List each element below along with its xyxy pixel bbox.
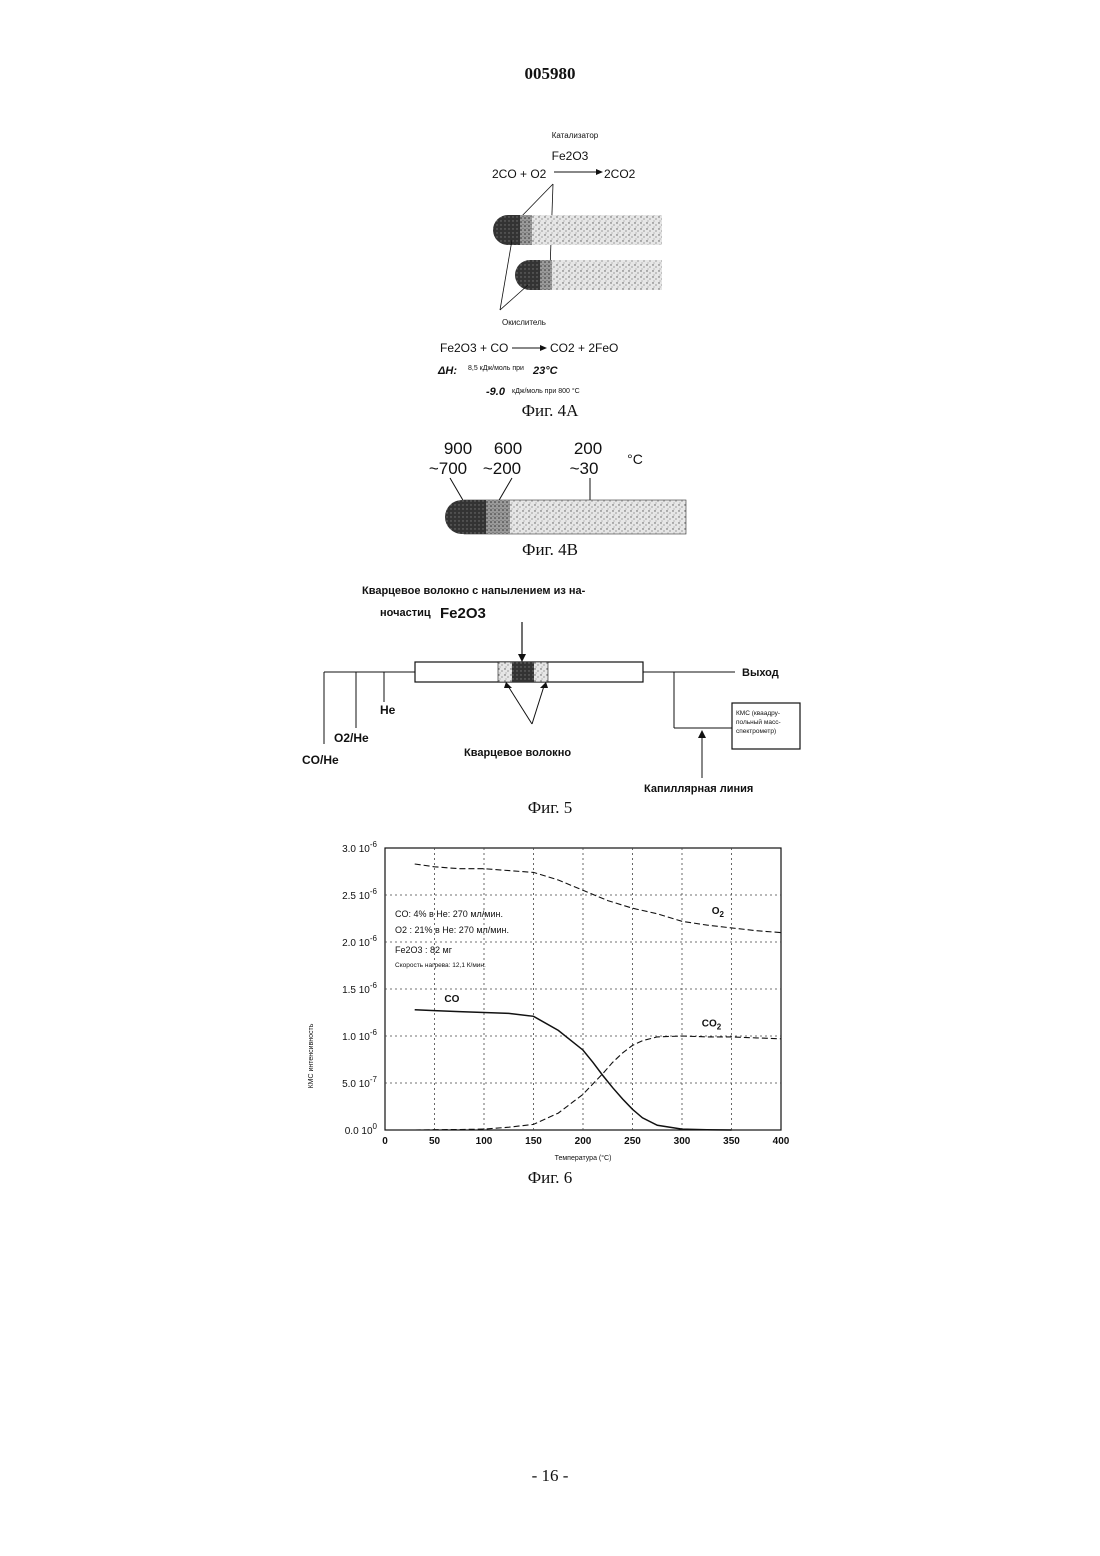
capillary-label: Капиллярная линия (644, 783, 753, 795)
dh2-text: кДж/моль при 800 °C (512, 387, 580, 395)
y-tick-label: 2.0 10-6 (342, 934, 377, 949)
y-axis-label: КМС интенсивность (308, 1023, 315, 1088)
x-tick-label: 50 (429, 1136, 441, 1147)
zone2-pointer (498, 478, 512, 502)
exit-label: Выход (742, 667, 779, 679)
series-label-co: CO (444, 994, 459, 1005)
reaction2-arrowhead (540, 345, 547, 351)
reaction-right: 2CO2 (604, 167, 636, 181)
oxidizer-label: Окислитель (502, 318, 546, 327)
figure-5: Кварцевое волокно с напылением из на- но… (300, 578, 820, 800)
x-tick-label: 0 (382, 1136, 388, 1147)
heating-tube (445, 500, 686, 534)
condition-line3: Fe2O3 : 82 мг (395, 945, 453, 955)
zone2-bottom: ~200 (483, 459, 521, 478)
y-tick-labels: 0.0 100 5.0 10-7 1.0 10-6 1.5 10-6 2.0 10-6 2… (342, 840, 377, 1137)
zone1-bottom: ~700 (429, 459, 467, 478)
y-tick-label: 2.5 10-6 (342, 887, 377, 902)
dh-symbol: ΔH: (437, 365, 457, 377)
y-tick-label: 1.5 10-6 (342, 981, 377, 996)
reaction2-right: CO2 + 2FeO (550, 341, 618, 355)
dh1-temp: 23°C (532, 365, 559, 377)
fig5-caption: Фиг. 5 (0, 798, 1100, 818)
condition-line1: CO: 4% в He: 270 мл/мин. (395, 909, 503, 919)
document-number: 005980 (0, 64, 1100, 84)
page-number: - 16 - (0, 1466, 1100, 1486)
o2he-label: O2/He (334, 731, 369, 745)
tube-lower (515, 260, 662, 290)
fig6-caption: Фиг. 6 (0, 1168, 1100, 1188)
zone1-top: 900 (444, 439, 472, 458)
oxidizer-pointer-2 (500, 285, 528, 310)
zone2-top: 600 (494, 439, 522, 458)
dh2-value: -9.0 (486, 386, 506, 398)
fig5-title-line2: ночастиц (380, 607, 431, 619)
y-tick-label: 1.0 10-6 (342, 1028, 377, 1043)
quartz-pointer-left (508, 686, 532, 724)
x-tick-labels: 0 50 100 150 200 250 300 350 400 (382, 1136, 790, 1147)
x-tick-label: 100 (476, 1136, 493, 1147)
oxidizer-pointer-1 (500, 240, 512, 310)
x-tick-label: 250 (624, 1136, 641, 1147)
fig5-title-formula: Fe2O3 (440, 605, 486, 622)
figure-4a: Катализатор Fe2O3 2CO + O2 2CO2 Окислите… (400, 120, 720, 405)
x-tick-label: 200 (575, 1136, 592, 1147)
x-tick-label: 300 (674, 1136, 691, 1147)
zone3-bottom: ~30 (570, 459, 599, 478)
y-tick-label: 5.0 10-7 (342, 1075, 377, 1090)
reaction2-left: Fe2O3 + CO (440, 341, 508, 355)
catalyst-label: Катализатор (552, 131, 599, 140)
zone1-pointer (450, 478, 464, 502)
reaction-arrowhead (596, 169, 603, 175)
series-label-o2: O2 (712, 906, 725, 919)
quartz-arrowhead-right (540, 682, 548, 688)
zone3-top: 200 (574, 439, 602, 458)
kms-box-line1: КМС (кваадру- (736, 710, 780, 717)
condition-line4: Скорость нагрева: 12,1 К/мин. (395, 962, 486, 969)
series-layer (415, 864, 781, 1130)
y-tick-label: 3.0 10-6 (342, 840, 377, 855)
capillary-arrowhead (698, 730, 706, 738)
x-axis-label: Температура (°C) (555, 1154, 612, 1162)
series-line-o2 (415, 864, 781, 933)
x-tick-label: 350 (723, 1136, 740, 1147)
cohe-label: CO/He (302, 753, 339, 767)
figure-6-chart: 0.0 100 5.0 10-7 1.0 10-6 1.5 10-6 2.0 10-6 2… (298, 836, 808, 1168)
catalyst-formula: Fe2O3 (552, 149, 589, 163)
quartz-arrowhead-left (504, 682, 512, 688)
fe2o3-coated-fiber (512, 662, 534, 682)
fig5-title-line1: Кварцевое волокно с напылением из на- (362, 585, 586, 597)
quartz-fiber-label: Кварцевое волокно (464, 747, 571, 759)
tube-upper (493, 215, 662, 245)
reaction-left: 2CO + O2 (492, 167, 547, 181)
series-line-co (415, 1010, 732, 1130)
catalyst-pointer-1 (518, 184, 553, 220)
unit-label: °C (627, 451, 643, 467)
x-tick-label: 150 (525, 1136, 542, 1147)
x-tick-label: 400 (773, 1136, 790, 1147)
y-tick-label: 0.0 100 (345, 1122, 378, 1137)
he-label: He (380, 703, 396, 717)
kms-box-line2: польный масс- (736, 718, 781, 726)
dh1-value: 8,5 кДж/моль при (468, 365, 524, 372)
fiber-arrowhead (518, 654, 526, 662)
figure-4b: 900 ~700 600 ~200 200 ~30 °C (390, 432, 710, 544)
quartz-pointer-right (532, 686, 544, 724)
series-label-co2: CO2 (702, 1019, 722, 1032)
condition-line2: O2 : 21% в He: 270 мл/мин. (395, 925, 509, 935)
kms-box-line3: спектрометр) (736, 728, 776, 735)
fig4a-caption: Фиг. 4А (0, 401, 1100, 421)
fig4b-caption: Фиг. 4В (0, 540, 1100, 560)
